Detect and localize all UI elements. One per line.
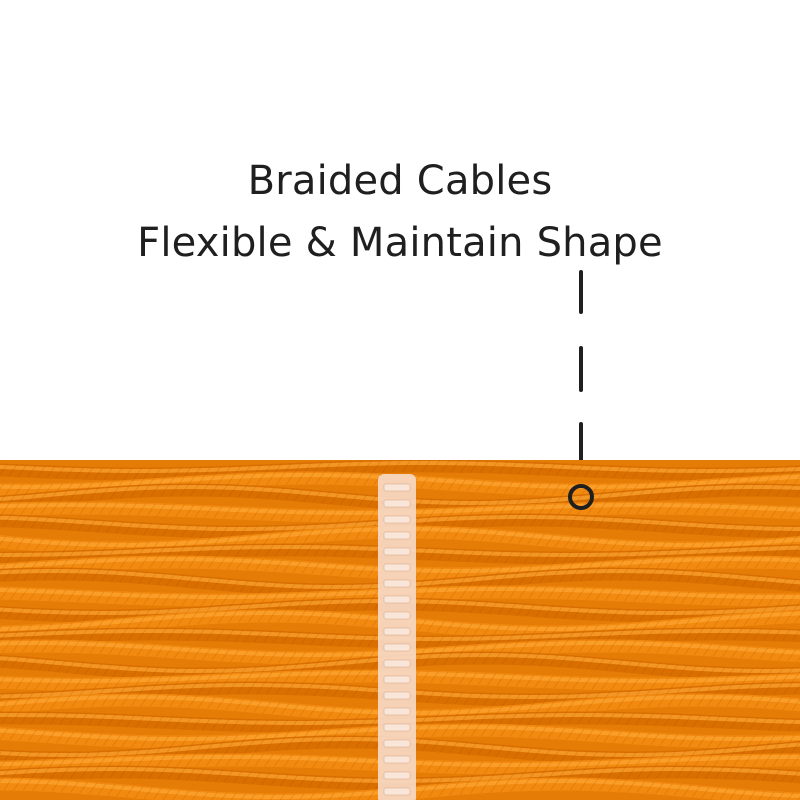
cable-tie-tooth [383,707,411,716]
cable-tie-tooth [383,579,411,588]
cable-tie-tooth [383,659,411,668]
cable-tie-tooth [383,499,411,508]
cable-tie-tooth [383,771,411,780]
braided-cable-bundle [0,460,800,800]
cable-tie-tooth [383,675,411,684]
headline-title: Braided Cables [247,158,553,204]
cable-tie-tooth [383,547,411,556]
headline-subtitle: Flexible & Maintain Shape [137,220,663,266]
cable-tie-tooth [383,691,411,700]
cable-tie-tooth [383,483,411,492]
cable-tie-tooth [383,739,411,748]
cable-tie-tooth [383,515,411,524]
cable-tie-tooth [383,531,411,540]
cable-tie [378,474,416,800]
cable-tie-tooth [383,611,411,620]
cable-tie-tooth [383,755,411,764]
cable-tie-tooth [383,595,411,604]
cable-tie-band [378,474,416,800]
cable-tie-tooth [383,787,411,796]
cable-tie-tooth [383,723,411,732]
cable-tie-tooth [383,563,411,572]
cable-braid-texture [0,460,800,481]
cable-tie-tooth [383,643,411,652]
headline: Braided Cables Flexible & Maintain Shape [0,150,800,274]
cable-tie-tooth [383,627,411,636]
